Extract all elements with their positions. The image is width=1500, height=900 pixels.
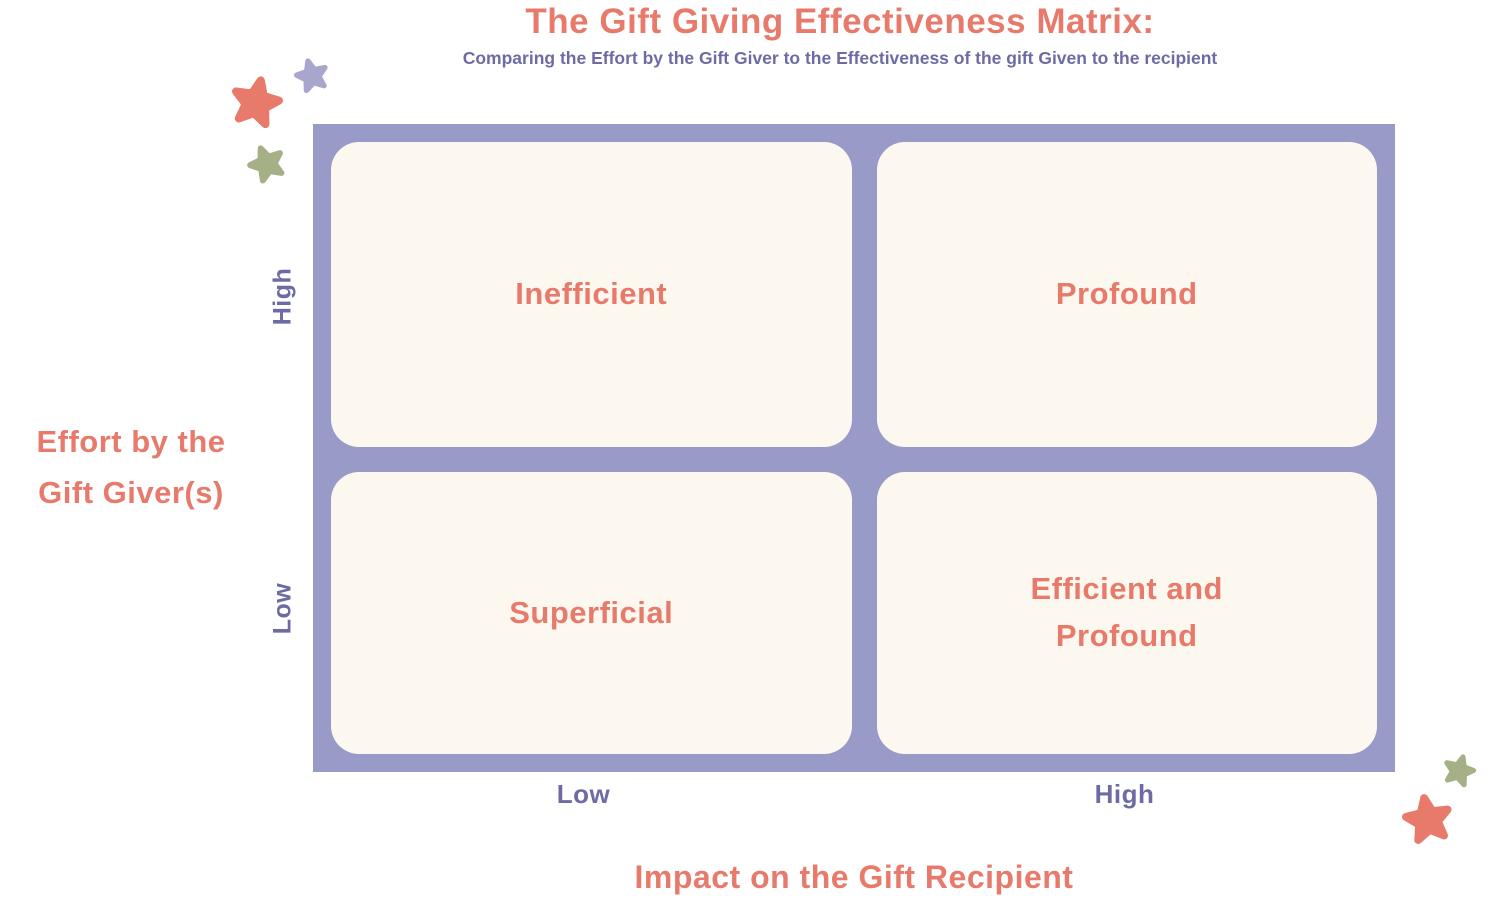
page-subtitle: Comparing the Effort by the Gift Giver t…: [462, 48, 1218, 68]
page-title: The Gift Giving Effectiveness Matrix:: [525, 2, 1155, 41]
x-axis-high-label: High: [1094, 779, 1155, 809]
y-axis-high-label-text: High: [268, 267, 297, 325]
quadrant-top-right: Profound: [876, 142, 1377, 447]
quadrant-label: Efficient and Profound: [1030, 571, 1223, 653]
quadrant-label: Inefficient: [515, 276, 668, 312]
star-icon: [220, 67, 291, 138]
star-icon: [1435, 747, 1482, 794]
y-axis-title-line2: Gift Giver(s): [38, 475, 224, 511]
y-axis-low-label-text: Low: [268, 582, 297, 634]
quadrant-bottom-left: Superficial: [331, 471, 852, 754]
star-icon: [238, 135, 295, 192]
quadrant-bottom-right: Efficient and Profound: [876, 471, 1377, 754]
y-axis-title: Effort by the Gift Giver(s): [0, 416, 262, 518]
matrix-frame: Inefficient Profound Superficial Efficie…: [313, 124, 1395, 772]
x-axis-ticks: Low High: [313, 779, 1395, 810]
x-axis-low-label: Low: [556, 779, 611, 809]
y-axis-high-label: High: [256, 141, 310, 451]
quadrant-label: Superficial: [509, 594, 674, 630]
star-icon: [288, 52, 337, 101]
quadrant-label: Profound: [1055, 276, 1198, 312]
star-icon: [1394, 786, 1461, 853]
x-axis-title: Impact on the Gift Recipient: [634, 859, 1074, 895]
quadrant-top-left: Inefficient: [331, 142, 852, 447]
y-axis-title-line1: Effort by the: [36, 424, 226, 459]
y-axis-low-label: Low: [256, 462, 310, 754]
